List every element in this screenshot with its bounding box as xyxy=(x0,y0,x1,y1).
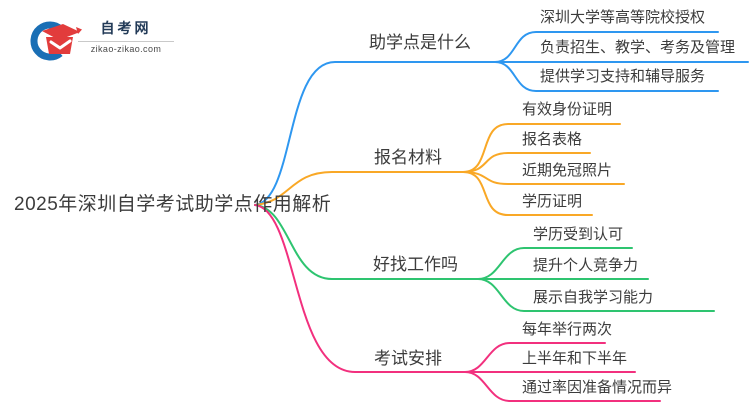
branch-line-3 xyxy=(254,204,479,280)
leaf-label-4-2: 上半年和下半年 xyxy=(522,350,628,367)
leaf-label-2-4: 学历证明 xyxy=(522,193,583,210)
leaf-label-2-1: 有效身份证明 xyxy=(522,101,613,118)
leaf-line-2-4 xyxy=(462,171,593,216)
branch-line-2 xyxy=(254,171,464,206)
leaf-label-2-3: 近期免冠照片 xyxy=(522,162,613,179)
leaf-label-3-1: 学历受到认可 xyxy=(533,226,624,243)
root-node-label: 2025年深圳自学考试助学点作用解析 xyxy=(14,194,332,215)
logo-domain: zikao-zikao.com xyxy=(90,44,162,54)
leaf-label-4-3: 通过率因准备情况而异 xyxy=(522,379,673,396)
leaf-label-1-3: 提供学习支持和辅导服务 xyxy=(540,68,706,85)
leaf-line-3-3 xyxy=(477,278,715,312)
leaf-label-3-2: 提升个人竞争力 xyxy=(533,257,639,274)
site-logo[interactable]: 自考网 zikao-zikao.com xyxy=(28,12,178,61)
leaf-label-1-2: 负责招生、教学、考务及管理 xyxy=(540,39,736,56)
leaf-line-1-1 xyxy=(494,31,719,63)
branch-label-3: 好找工作吗 xyxy=(373,255,458,274)
leaf-label-3-3: 展示自我学习能力 xyxy=(533,289,654,306)
leaf-label-2-2: 报名表格 xyxy=(522,131,583,148)
leaf-label-1-1: 深圳大学等高等院校授权 xyxy=(540,9,706,26)
leaf-label-4-1: 每年举行两次 xyxy=(522,321,613,338)
leaf-line-2-2 xyxy=(462,152,591,173)
leaf-line-4-3 xyxy=(464,371,661,402)
logo-icon xyxy=(30,21,82,61)
branch-line-1 xyxy=(254,61,496,206)
logo-title: 自考网 xyxy=(100,20,152,36)
branch-label-4: 考试安排 xyxy=(374,349,442,368)
branch-line-4 xyxy=(254,204,466,373)
leaf-line-2-1 xyxy=(462,123,621,173)
graduation-cap-icon xyxy=(42,24,82,54)
logo-text-block: 自考网 zikao-zikao.com xyxy=(78,18,174,54)
branch-label-2: 报名材料 xyxy=(374,148,442,167)
leaf-line-3-1 xyxy=(477,247,633,280)
logo-divider xyxy=(78,41,174,42)
branch-label-1: 助学点是什么 xyxy=(369,33,471,52)
leaf-line-1-3 xyxy=(494,61,719,92)
